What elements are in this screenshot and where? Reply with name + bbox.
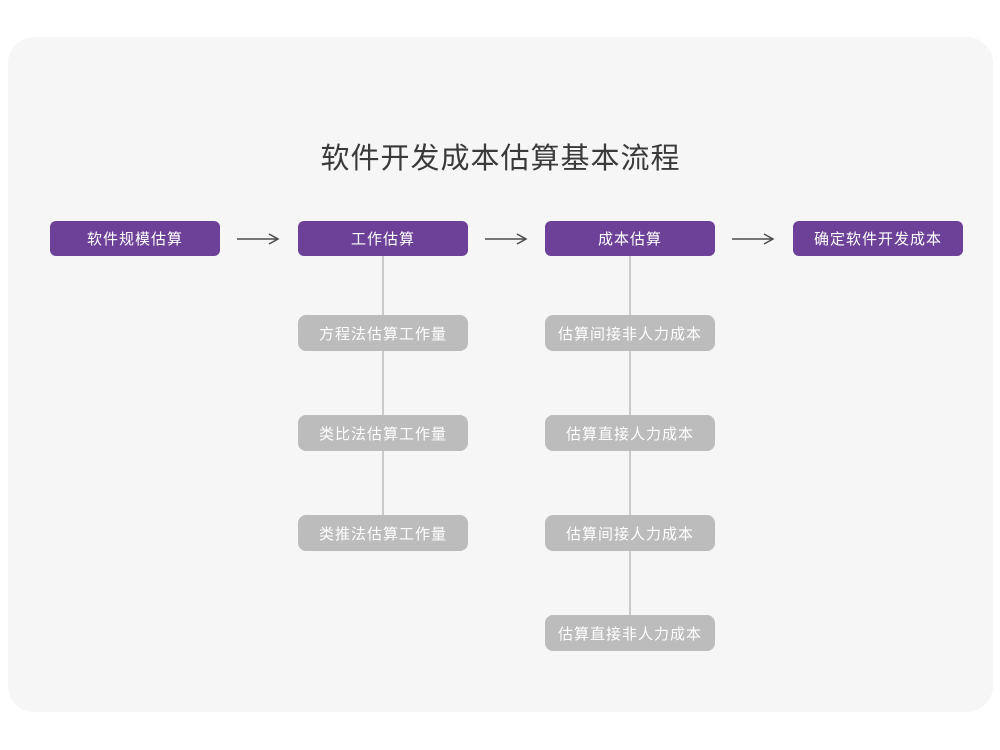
- right-arrow-icon: [732, 233, 775, 245]
- substep-box: 估算直接人力成本: [545, 415, 715, 451]
- right-arrow-icon: [485, 233, 528, 245]
- stage-box-work-estimation: 工作估算: [298, 221, 468, 256]
- stage-box-cost-estimation: 成本估算: [545, 221, 715, 256]
- substep-box: 方程法估算工作量: [298, 315, 468, 351]
- substep-box: 估算间接人力成本: [545, 515, 715, 551]
- stage-box-determine-dev-cost: 确定软件开发成本: [793, 221, 963, 256]
- diagram-title: 软件开发成本估算基本流程: [320, 143, 681, 175]
- flowchart-canvas: 软件开发成本估算基本流程 软件规模估算 工作估算 成本估算 确定软件开发成本 方…: [8, 37, 993, 712]
- connector-line-work-column: [382, 256, 384, 533]
- stage-box-software-scale-estimation: 软件规模估算: [50, 221, 220, 256]
- right-arrow-icon: [237, 233, 280, 245]
- substep-box: 类比法估算工作量: [298, 415, 468, 451]
- substep-box: 估算间接非人力成本: [545, 315, 715, 351]
- substep-box: 类推法估算工作量: [298, 515, 468, 551]
- substep-box: 估算直接非人力成本: [545, 615, 715, 651]
